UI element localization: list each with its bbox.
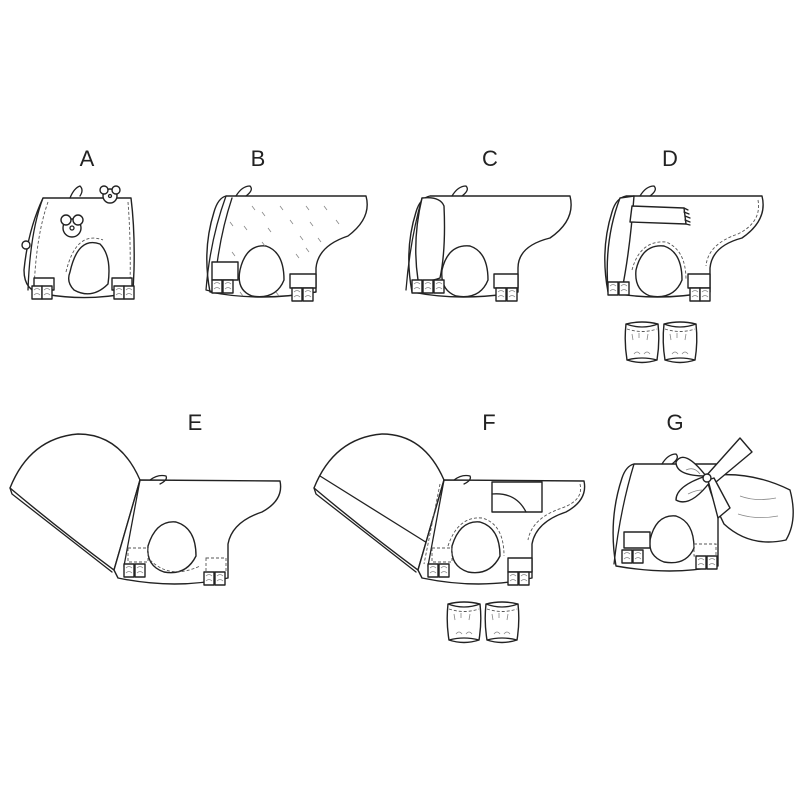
flower-applique-icon	[21, 240, 31, 250]
view-label-g: G	[666, 410, 684, 435]
view-label-b: B	[250, 146, 266, 171]
coat-view-d	[604, 185, 764, 302]
view-label-c: C	[482, 146, 498, 171]
leg-warmers-f	[446, 601, 520, 644]
coat-view-a	[21, 185, 135, 300]
leg-warmers-d	[624, 321, 698, 364]
coat-view-c	[405, 185, 572, 302]
flower-applique-icon	[99, 185, 121, 204]
coat-view-g	[612, 437, 794, 572]
view-label-d: D	[662, 146, 678, 171]
pocket-icon	[491, 481, 543, 513]
view-label-a: A	[79, 146, 95, 171]
coat-view-b	[205, 185, 368, 302]
view-label-e: E	[187, 410, 203, 435]
coat-view-f	[313, 433, 586, 586]
coat-view-e	[9, 433, 282, 586]
view-label-f: F	[482, 410, 496, 435]
bow-icon	[675, 437, 794, 543]
flower-applique-icon	[60, 214, 84, 238]
scarf-icon	[629, 205, 691, 226]
